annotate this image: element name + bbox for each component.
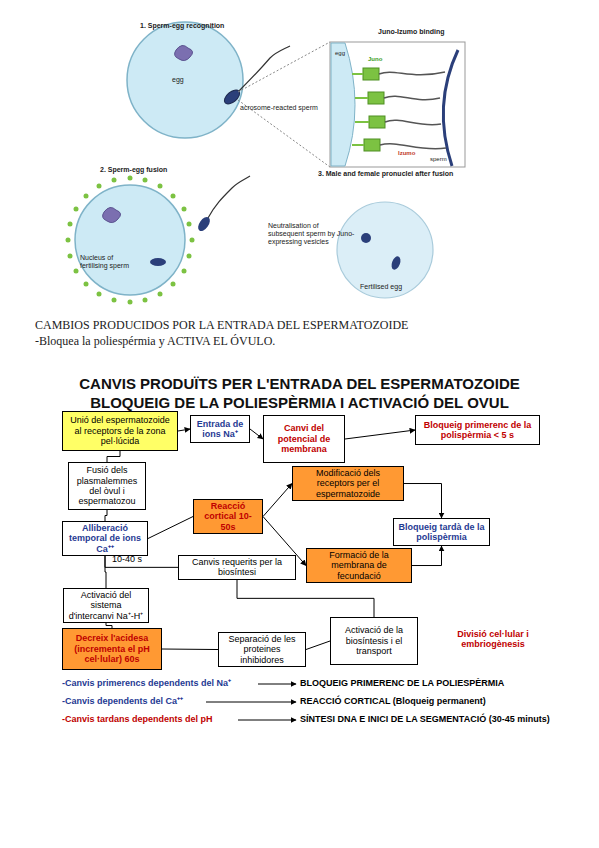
process-box: Unió del espermatozoide al receptors de … xyxy=(62,411,178,451)
connector xyxy=(178,429,190,431)
text-label: Divisió cel·lular i embriogènesis xyxy=(443,629,543,650)
sperm-tail xyxy=(208,176,250,218)
diagram-title: CANVIS PRODUÏTS PER L'ENTRADA DEL ESPERM… xyxy=(0,375,599,392)
text-label: -Canvis tardans dependents del pH xyxy=(62,714,213,724)
connector xyxy=(148,517,193,539)
fertilised-egg xyxy=(337,202,433,298)
sperm-head xyxy=(196,215,213,233)
box-text: Formació de la membrana de fecundació xyxy=(310,550,408,581)
egg-chromosomes xyxy=(175,45,193,60)
connector xyxy=(107,451,120,462)
box-text: Separació de les proteines inhibidores xyxy=(222,634,302,665)
leader-arrow xyxy=(258,684,296,685)
text-label: -Canvis dependents del Ca⁺⁺ xyxy=(62,696,183,706)
text-label: Neutralisation of subsequent sperm by Ju… xyxy=(268,222,356,246)
text-label: Izumo xyxy=(398,150,415,157)
egg-membrane xyxy=(331,43,355,166)
text-label: BLOQUEIG PRIMERENC DE LA POLIESPÈRMIA xyxy=(300,678,504,688)
connector xyxy=(345,430,415,439)
process-box: Modificació dels receptors per el esperm… xyxy=(292,466,404,501)
text-label: SÍNTESI DNA E INICI DE LA SEGMENTACIÓ (3… xyxy=(300,714,550,724)
pronucleus xyxy=(361,233,371,243)
process-box: Bloqueig tardà de la polispèrmia xyxy=(393,518,490,546)
connector xyxy=(250,429,263,439)
box-text: Reacció cortical 10-50s xyxy=(197,501,259,532)
process-box: Activació de la biosíntesis i el transpo… xyxy=(330,617,418,665)
box-text: Entrada de ions Na⁺ xyxy=(194,419,246,440)
connector xyxy=(105,556,106,588)
process-box: Separació de les proteines inhibidores xyxy=(218,632,306,667)
box-text: Canvi del potencial de membrana xyxy=(267,423,341,454)
text-label: -Bloquea la poliespérmia y ACTIVA EL ÓVU… xyxy=(35,335,275,349)
sperm-head xyxy=(222,87,242,106)
process-box: Alliberació temporal de ions Ca⁺⁺ xyxy=(62,521,148,556)
connector xyxy=(263,484,292,517)
box-text: Alliberació temporal de ions Ca⁺⁺ xyxy=(66,523,144,554)
juno-stems xyxy=(352,74,369,145)
zoom-line xyxy=(238,42,330,92)
egg-cell xyxy=(75,185,185,295)
process-box: Decreix l'acidesa (incrementa el pH cel·… xyxy=(62,628,162,670)
connector xyxy=(105,510,107,521)
izumo-proteins xyxy=(379,72,446,149)
process-box: Canvis requerits per la biosíntesi xyxy=(178,555,296,580)
zoom-box xyxy=(330,42,465,167)
box-text: Bloqueig primerenc de la polispèrmia < 5… xyxy=(419,420,536,441)
text-label: egg xyxy=(172,76,184,84)
process-box: Fusió dels plasmalemmes del òvul i esper… xyxy=(68,462,146,510)
box-text: Canvis requerits per la biosíntesi xyxy=(182,557,292,578)
sperm-nucleus xyxy=(150,258,166,266)
sperm-tail xyxy=(238,46,290,92)
text-label: acrosome-reacted sperm xyxy=(240,104,318,112)
process-box: Activació del sistema d'intercanvi Na⁺-H… xyxy=(63,588,149,623)
text-label: sperm xyxy=(430,156,447,163)
juno-vesicles xyxy=(66,176,195,305)
pronucleus xyxy=(390,255,402,271)
text-label: Juno-Izumo binding xyxy=(378,28,445,36)
text-label: BLOQUEIG DE LA POLIESPÈRMIA I ACTIVACIÓ … xyxy=(0,394,599,411)
juno-proteins xyxy=(363,68,385,151)
box-text: Unió del espermatozoide al receptors de … xyxy=(66,415,174,446)
egg-cell xyxy=(127,22,243,138)
text-label: REACCIÓ CORTICAL (Bloqueig permanent) xyxy=(300,696,486,706)
text-label: egg xyxy=(335,50,345,57)
text-label: Juno xyxy=(368,56,382,63)
box-text: Activació del sistema d'intercanvi Na⁺-H… xyxy=(67,590,145,621)
connector xyxy=(412,546,442,566)
text-label: Fertilised egg xyxy=(360,283,402,291)
text-label: 3. Male and female pronuclei after fusio… xyxy=(318,170,453,178)
text-label: -Canvis primerencs dependents del Na⁺ xyxy=(62,678,231,688)
box-text: Modificació dels receptors per el esperm… xyxy=(296,468,400,499)
box-text: Decreix l'acidesa (incrementa el pH cel·… xyxy=(66,633,158,664)
box-text: Fusió dels plasmalemmes del òvul i esper… xyxy=(72,465,142,506)
process-box: Bloqueig primerenc de la polispèrmia < 5… xyxy=(415,415,540,445)
text-label: CAMBIOS PRODUCIDOS POR LA ENTRADA DEL ES… xyxy=(35,319,408,333)
connector xyxy=(306,641,330,650)
text-label: 2. Sperm-egg fusion xyxy=(100,166,167,174)
process-box: Entrada de ions Na⁺ xyxy=(190,415,250,443)
box-text: Activació de la biosíntesis i el transpo… xyxy=(334,625,414,656)
egg-chromosomes xyxy=(103,207,121,222)
process-box: Canvi del potencial de membrana xyxy=(263,415,345,463)
box-text: Bloqueig tardà de la polispèrmia xyxy=(397,522,486,543)
process-box: Reacció cortical 10-50s xyxy=(193,499,263,534)
leader-arrow xyxy=(206,702,296,703)
text-label: 1. Sperm-egg recognition xyxy=(140,22,224,30)
zoom-line xyxy=(238,100,330,167)
connector xyxy=(237,580,374,617)
leader-arrow xyxy=(238,720,296,721)
connector xyxy=(404,484,442,518)
text-label: Nucleus of fertilising sperm xyxy=(80,254,142,270)
connector xyxy=(162,649,218,651)
process-box: Formació de la membrana de fecundació xyxy=(306,548,412,583)
